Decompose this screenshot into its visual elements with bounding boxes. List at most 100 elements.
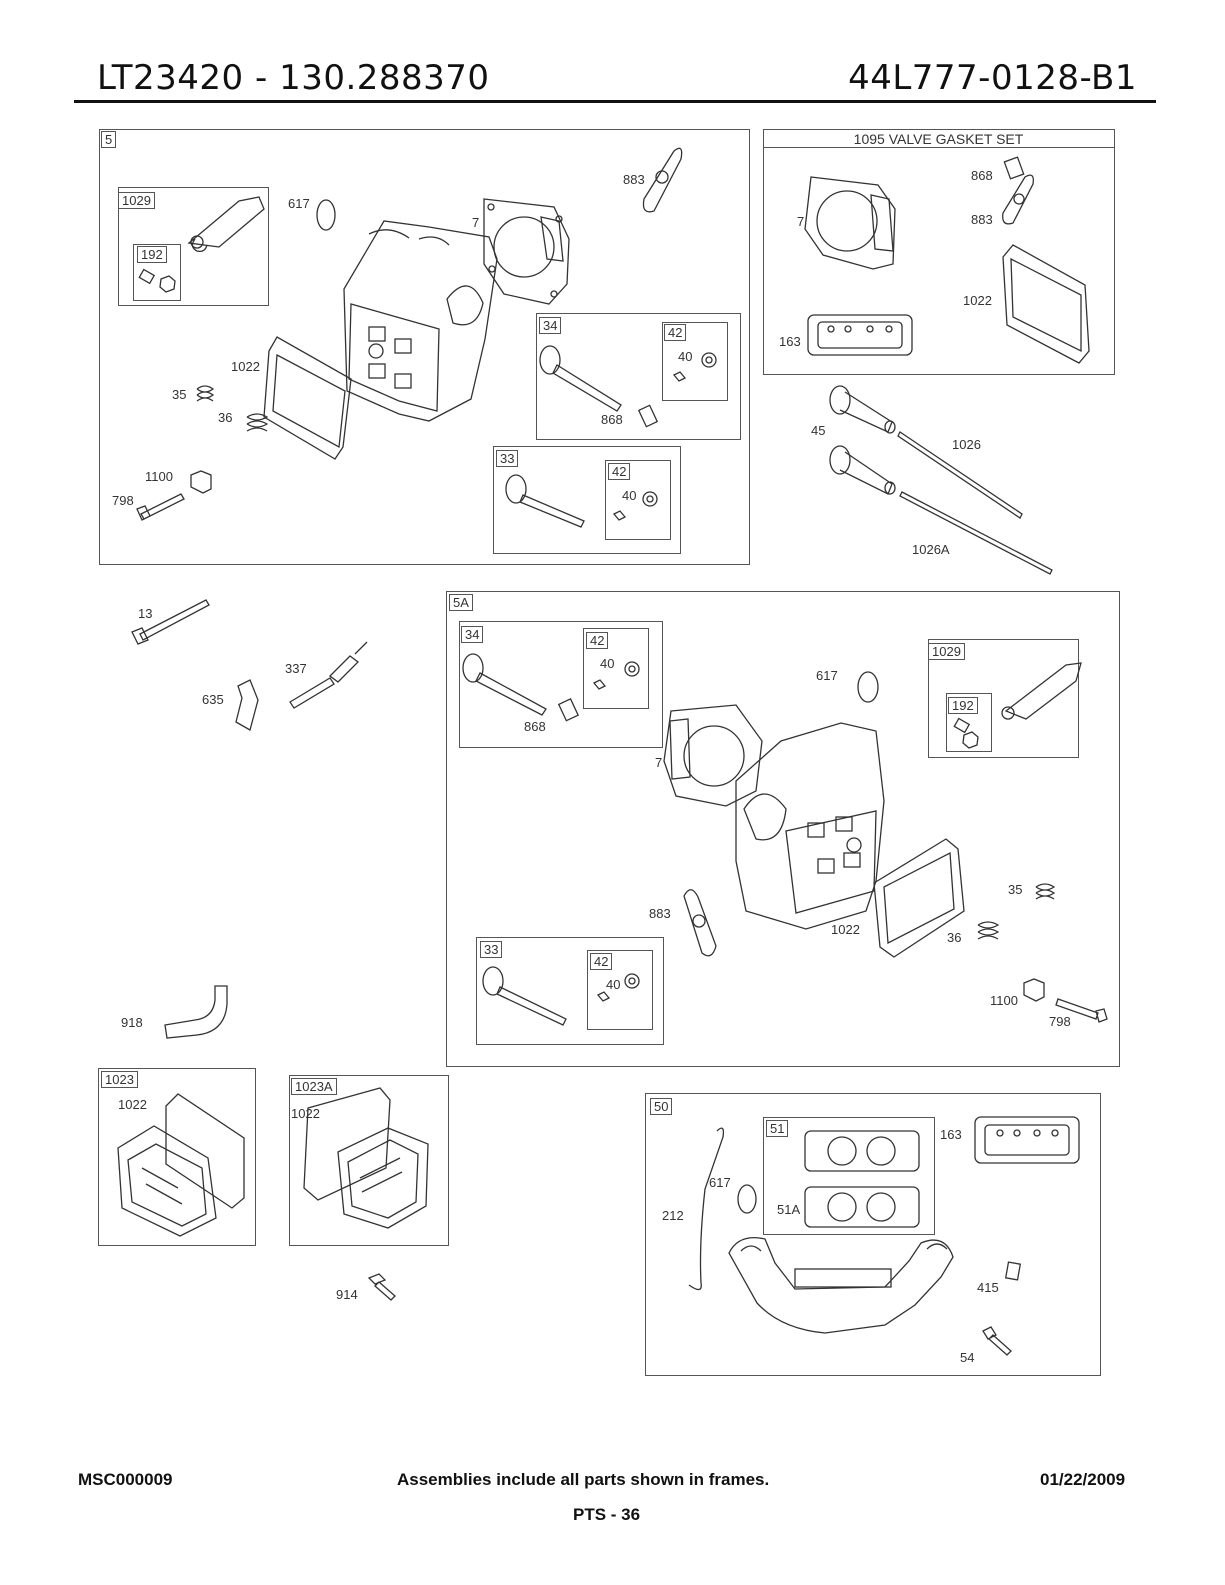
label-1022d: 1022 (291, 1106, 320, 1121)
pushrods-drawing (829, 385, 1053, 575)
keeper-d-icon (596, 991, 611, 1002)
cover-gasket-b-icon (873, 838, 965, 958)
label-212: 212 (662, 1208, 684, 1223)
bolt-798-icon (136, 493, 185, 521)
assembly-42b-frame (605, 460, 671, 540)
assembly-50-drawing (688, 1116, 1080, 1356)
page-number: PTS - 36 (573, 1505, 641, 1524)
valve-seal-868b-icon (557, 698, 580, 722)
label-1100: 1100 (145, 469, 173, 484)
assembly-51-tag: 51 (766, 1120, 789, 1137)
retainer-d-icon (624, 973, 640, 989)
valve-spring-36b-icon (977, 921, 1000, 940)
assembly-5a-frame (446, 591, 1120, 1067)
label-918: 918 (121, 1015, 143, 1030)
rocker-pivot-icon (190, 235, 204, 249)
wire-clip-icon (190, 470, 212, 494)
label-415: 415 (977, 1280, 999, 1295)
breather-tube-icon (164, 985, 228, 1039)
assembly-42-tag: 42 (664, 324, 687, 341)
label-163: 163 (940, 1127, 962, 1142)
label-36: 36 (218, 410, 233, 425)
valve-spring-35b-icon (1035, 883, 1056, 900)
engine-code-title: 44L777-0128-B1 (848, 58, 1137, 98)
label-1022c: 1022 (118, 1097, 147, 1112)
adjuster-nut-icon (159, 275, 176, 293)
assembly-1029-tag: 1029 (118, 192, 155, 209)
breather-tube-drawing (164, 985, 228, 1039)
gasket-set-label-868: 868 (971, 168, 993, 183)
label-617b: 617 (816, 668, 838, 683)
label-1026: 1026 (952, 437, 981, 452)
exhaust-gasket-icon (642, 147, 683, 213)
head-gasket-icon (483, 198, 570, 305)
lifter-45b-icon (829, 445, 851, 475)
assembly-42c-frame (583, 628, 649, 709)
label-40c: 40 (600, 656, 615, 671)
intake-gasket-set-icon (807, 314, 913, 356)
o-ring-b-icon (857, 671, 879, 703)
label-35: 35 (172, 387, 187, 402)
assembly-42d-frame (587, 950, 653, 1030)
assembly-1023-tag: 1023 (101, 1071, 138, 1088)
assembly-192b-frame (946, 693, 992, 752)
doc-code: MSC000009 (78, 1470, 173, 1489)
label-35b: 35 (1008, 882, 1023, 897)
assembly-5-drawing (136, 147, 717, 528)
o-ring-icon (316, 199, 336, 231)
assembly-50-tag: 50 (650, 1098, 673, 1115)
gasket-163-icon (974, 1116, 1080, 1164)
intake-gasket-51-icon (804, 1130, 920, 1172)
misc-parts-drawing (131, 599, 368, 731)
adjuster-screw-icon (138, 268, 156, 285)
assembly-42c-tag: 42 (586, 632, 609, 649)
valve-spring-36-icon (246, 413, 269, 432)
screw-914-drawing (367, 1273, 396, 1301)
rocker-arm-b-icon (1004, 662, 1082, 720)
rocker-arm-icon (187, 196, 265, 253)
label-635: 635 (202, 692, 224, 707)
adjuster-nut-b-icon (962, 731, 979, 749)
label-798b: 798 (1049, 1014, 1071, 1029)
assembly-50-frame (645, 1093, 1101, 1376)
valve-cover-icon (117, 1125, 217, 1237)
adjuster-screw-b-icon (953, 717, 971, 734)
assembly-192-tag: 192 (137, 246, 167, 263)
cover-gasket-c-icon (165, 1093, 245, 1209)
assembly-42b-tag: 42 (608, 463, 631, 480)
label-54: 54 (960, 1350, 975, 1365)
label-36b: 36 (947, 930, 962, 945)
intake-valve-icon (539, 345, 561, 375)
label-13: 13 (138, 606, 153, 621)
assembly-34b-frame (459, 621, 663, 748)
fitting-415-icon (1004, 1261, 1022, 1281)
bolt-13-icon (139, 599, 210, 641)
assembly-1023a-tag: 1023A (291, 1078, 337, 1095)
assembly-33-frame (493, 446, 681, 554)
cover-gasket-icon (263, 336, 352, 460)
assembly-5-tag: 5 (101, 131, 117, 148)
exhaust-manifold-icon (728, 1236, 954, 1334)
retainer-b-icon (642, 491, 658, 507)
label-40d: 40 (606, 977, 621, 992)
gasket-set-label-163: 163 (779, 334, 801, 349)
valve-spring-35-icon (196, 385, 215, 402)
gasket-set-frame (763, 129, 1115, 375)
gasket-set-title: 1095 VALVE GASKET SET (763, 131, 1114, 148)
label-798: 798 (112, 493, 134, 508)
assembly-1029b-frame (928, 639, 1079, 758)
retainer-c-icon (624, 661, 640, 677)
keeper-c-icon (592, 679, 607, 690)
label-868b: 868 (524, 719, 546, 734)
o-ring-c-icon (737, 1184, 757, 1214)
label-1022b: 1022 (831, 922, 860, 937)
assembly-34b-tag: 34 (461, 626, 484, 643)
lifter-45a-icon (829, 385, 851, 415)
assembly-42d-tag: 42 (590, 953, 613, 970)
label-45: 45 (811, 423, 826, 438)
plug-boot-icon (235, 679, 259, 731)
assembly-42-frame (662, 322, 728, 401)
footer-note: Assemblies include all parts shown in fr… (397, 1470, 770, 1489)
label-40: 40 (678, 349, 693, 364)
pushrod-1026a-icon (899, 491, 1053, 575)
